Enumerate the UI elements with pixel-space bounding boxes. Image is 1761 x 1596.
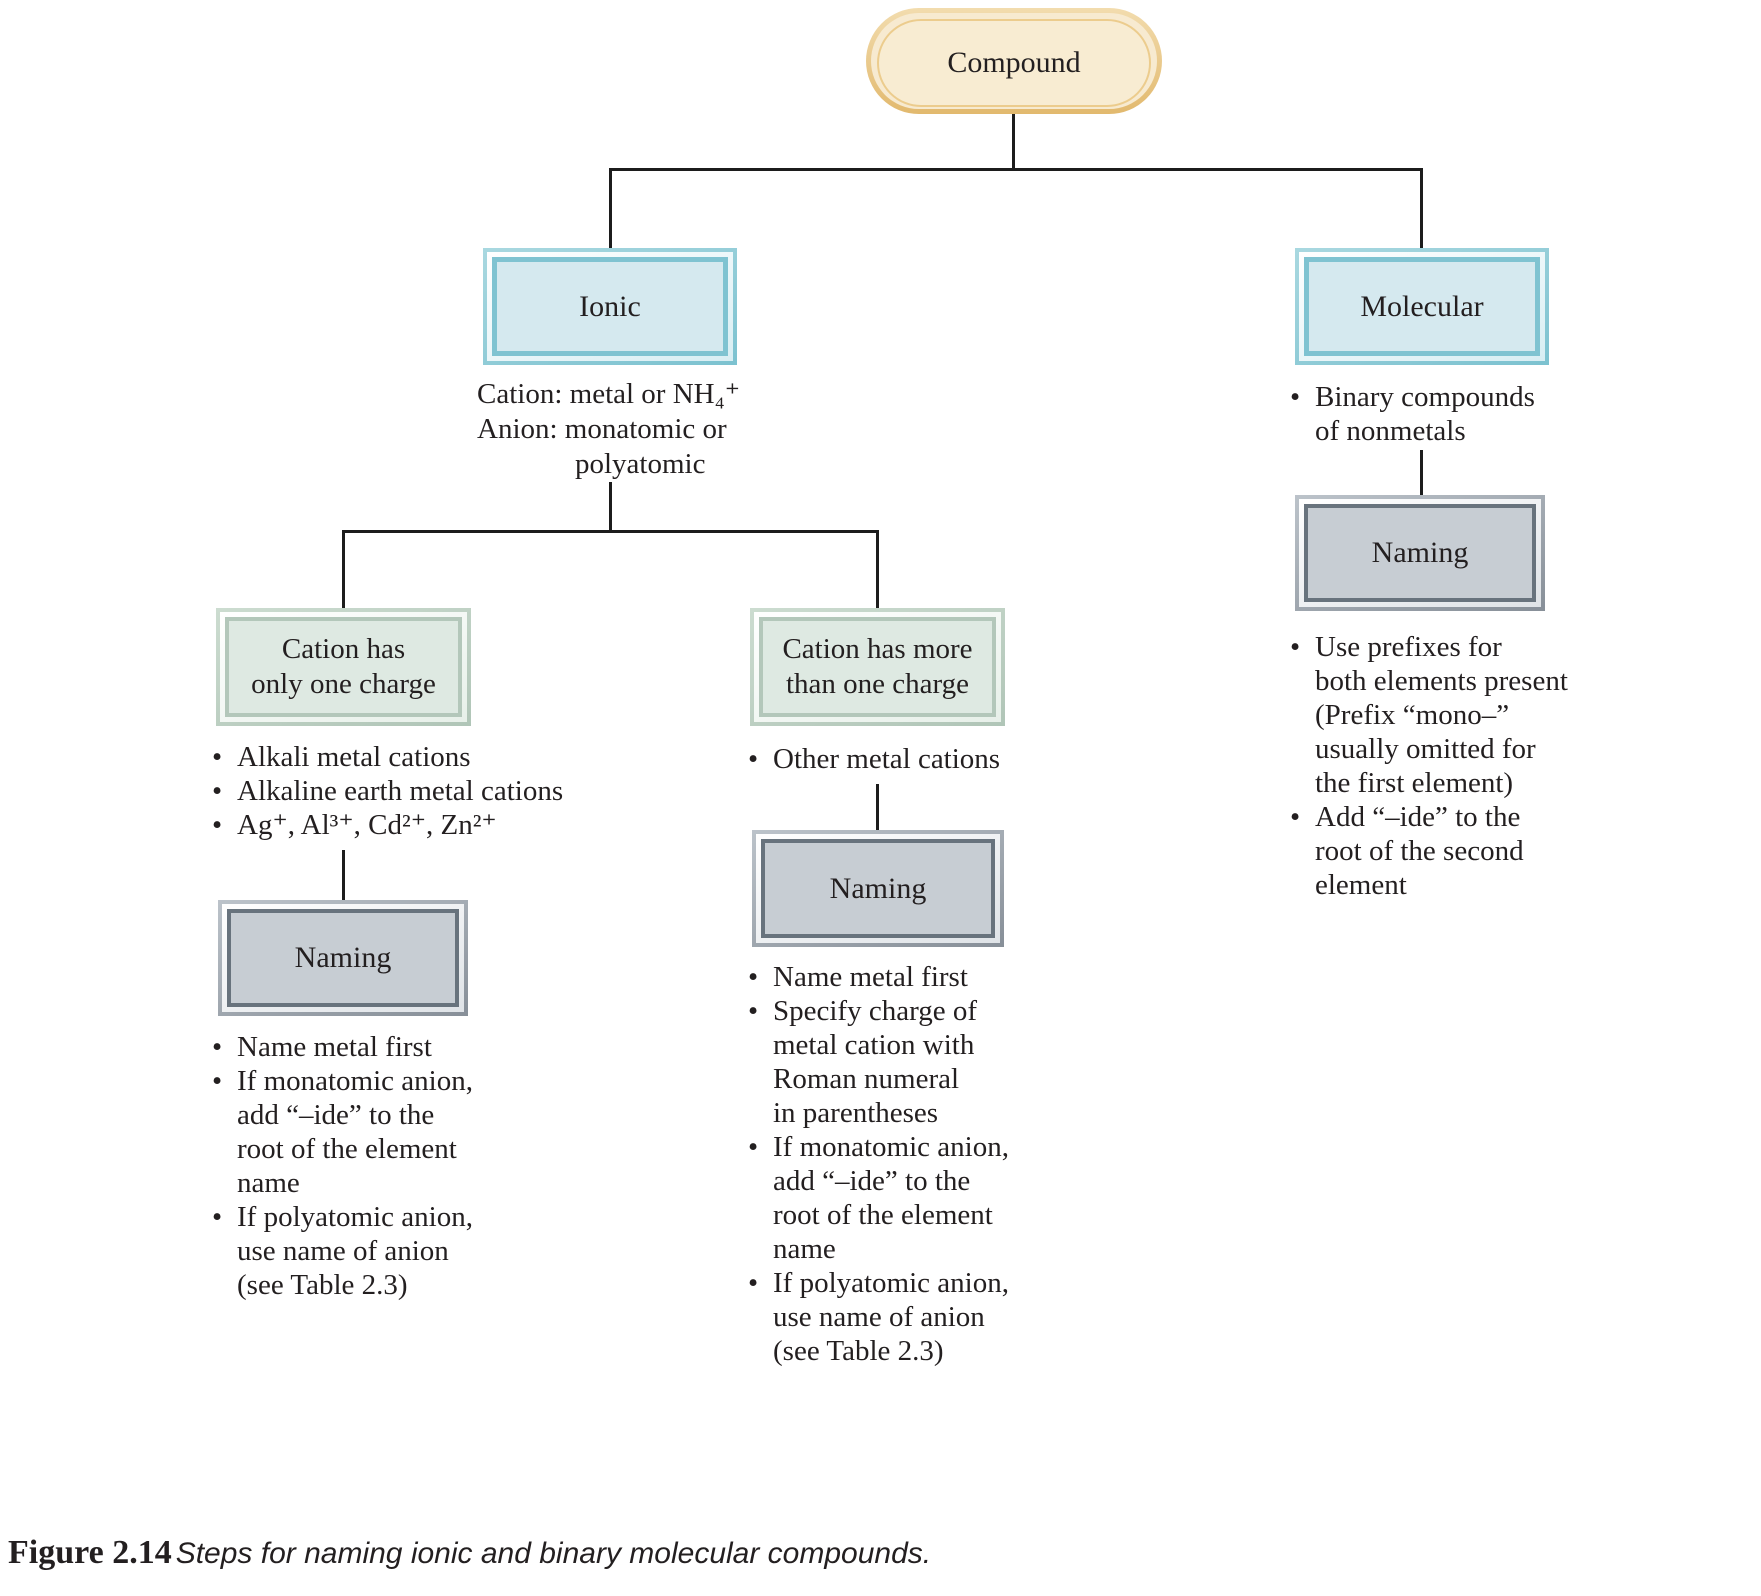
compound-node: Compound — [866, 8, 1162, 114]
molecular-node: Molecular — [1295, 248, 1549, 365]
cation-multi-naming-node: Naming — [752, 830, 1004, 947]
cation-multi-charge-label: Cation has more than one charge — [782, 633, 973, 700]
connector-top-branch — [609, 168, 1423, 171]
list-item: Binary compounds of nonmetals — [1288, 380, 1608, 448]
ionic-note: Cation: metal or NH₄⁺ Anion: monatomic o… — [477, 377, 807, 482]
connector-to-cation-one — [342, 530, 345, 610]
cation-multi-naming-label: Naming — [829, 871, 927, 905]
list-item: If polyatomic anion, use name of anion (… — [210, 1200, 540, 1302]
list-item: If polyatomic anion, use name of anion (… — [746, 1266, 1076, 1368]
connector-to-ionic — [609, 168, 612, 252]
connector-ionic-branch — [342, 530, 879, 533]
ionic-note-line2: Anion: monatomic or — [477, 413, 727, 445]
compound-label: Compound — [947, 46, 1081, 79]
cation-one-naming-label: Naming — [294, 941, 392, 974]
connector-to-cation-multi — [876, 530, 879, 610]
cation-multi-naming-bullet-list: Name metal first Specify charge of metal… — [746, 960, 1076, 1368]
molecular-bullet-list: Binary compounds of nonmetals — [1288, 380, 1608, 448]
connector-root-drop — [1012, 112, 1015, 170]
figure-caption-text: Steps for naming ionic and binary molecu… — [175, 1537, 932, 1570]
molecular-naming-node: Naming — [1295, 495, 1545, 611]
figure-caption: Figure 2.14 Steps for naming ionic and b… — [8, 1534, 1748, 1572]
list-item: Specify charge of metal cation with Roma… — [746, 994, 1076, 1130]
molecular-naming-bullet-list: Use prefixes for both elements present (… — [1288, 630, 1618, 902]
list-item: Add “–ide” to the root of the second ele… — [1288, 800, 1618, 902]
cation-multi-bullet-list: Other metal cations — [746, 742, 1066, 776]
list-item: If monatomic anion, add “–ide” to the ro… — [210, 1064, 540, 1200]
ionic-note-line1: Cation: metal or NH₄⁺ — [477, 378, 741, 410]
molecular-naming-label: Naming — [1371, 536, 1469, 569]
list-item: Name metal first — [746, 960, 1076, 994]
list-item: Use prefixes for both elements present (… — [1288, 630, 1618, 800]
connector-to-naming-left — [342, 850, 345, 902]
ionic-label: Ionic — [579, 289, 641, 323]
ionic-note-line3: polyatomic — [575, 448, 706, 480]
compound-node-band: Compound — [871, 13, 1157, 109]
figure-label: Figure 2.14 — [8, 1534, 172, 1571]
list-item: Alkaline earth metal cations — [210, 774, 610, 808]
cation-one-naming-bullet-list: Name metal first If monatomic anion, add… — [210, 1030, 540, 1302]
connector-to-naming-right — [1420, 450, 1423, 497]
list-item: Ag⁺, Al³⁺, Cd²⁺, Zn²⁺ — [210, 808, 610, 842]
cation-one-charge-label: Cation has only one charge — [251, 633, 436, 700]
connector-to-naming-middle — [876, 784, 879, 832]
list-item: Other metal cations — [746, 742, 1066, 776]
cation-one-bullet-list: Alkali metal cations Alkaline earth meta… — [210, 740, 610, 842]
cation-one-naming-node: Naming — [218, 900, 468, 1016]
list-item: If monatomic anion, add “–ide” to the ro… — [746, 1130, 1076, 1266]
ionic-node: Ionic — [483, 248, 737, 365]
cation-one-charge-node: Cation has only one charge — [216, 608, 471, 726]
list-item: Alkali metal cations — [210, 740, 610, 774]
molecular-label: Molecular — [1360, 289, 1484, 323]
connector-ionic-drop — [609, 482, 612, 532]
list-item: Name metal first — [210, 1030, 540, 1064]
connector-to-molecular — [1420, 168, 1423, 252]
cation-multi-charge-node: Cation has more than one charge — [750, 608, 1005, 726]
